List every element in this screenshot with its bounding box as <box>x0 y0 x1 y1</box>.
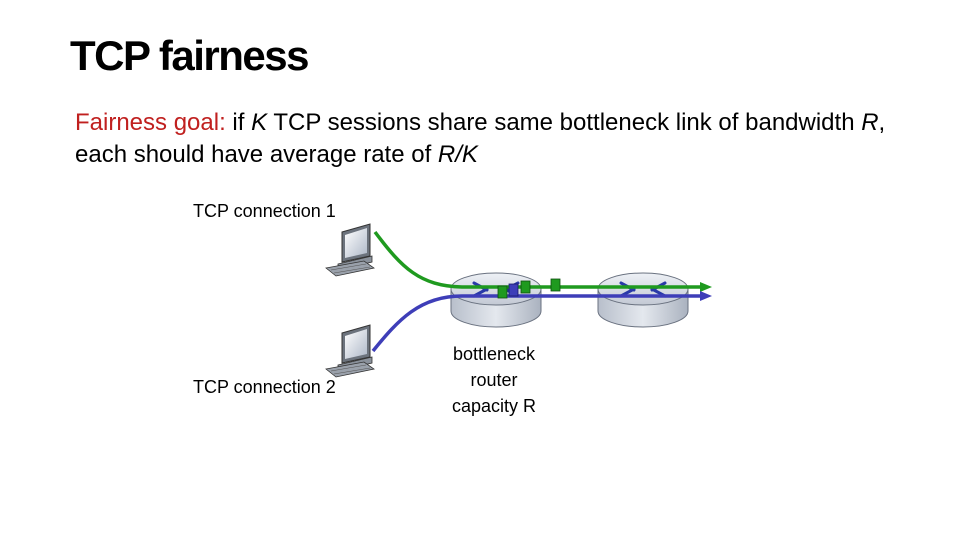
computer-2-icon <box>325 324 375 378</box>
bottleneck-line-2: router <box>470 370 518 390</box>
packet-blue-1 <box>508 283 519 297</box>
connection-2-flow <box>371 294 700 353</box>
connection-1-arrowhead <box>700 282 712 292</box>
packet-green-3 <box>550 278 561 292</box>
packet-queue <box>497 278 561 299</box>
goal-var-k: K <box>251 109 268 136</box>
fairness-goal-text: Fairness goal: if K TCP sessions share s… <box>75 107 915 171</box>
connection-1-flow <box>373 230 700 289</box>
bottleneck-router-label: bottleneck router capacity R <box>430 341 558 419</box>
goal-var-r: R <box>861 109 879 136</box>
connection-2-arrowhead <box>700 291 712 301</box>
bottleneck-line-3: capacity R <box>451 396 537 416</box>
slide-title: TCP fairness <box>70 32 310 79</box>
tcp-connection-2-label: TCP connection 2 <box>193 377 336 397</box>
packet-green-2 <box>520 280 531 294</box>
tcp-connection-1-label: TCP connection 1 <box>193 201 336 221</box>
router-2-icon <box>597 272 689 328</box>
goal-var-rk: R/K <box>437 141 478 168</box>
packet-green-1 <box>497 285 508 299</box>
computer-1-icon <box>325 223 375 277</box>
goal-text-1: if <box>225 109 252 136</box>
fairness-goal-label: Fairness goal: <box>75 109 226 136</box>
bottleneck-line-1: bottleneck <box>452 344 536 364</box>
goal-text-3: , each should have average rate of <box>75 109 886 168</box>
goal-text-2: TCP sessions share same bottleneck link … <box>267 109 862 136</box>
